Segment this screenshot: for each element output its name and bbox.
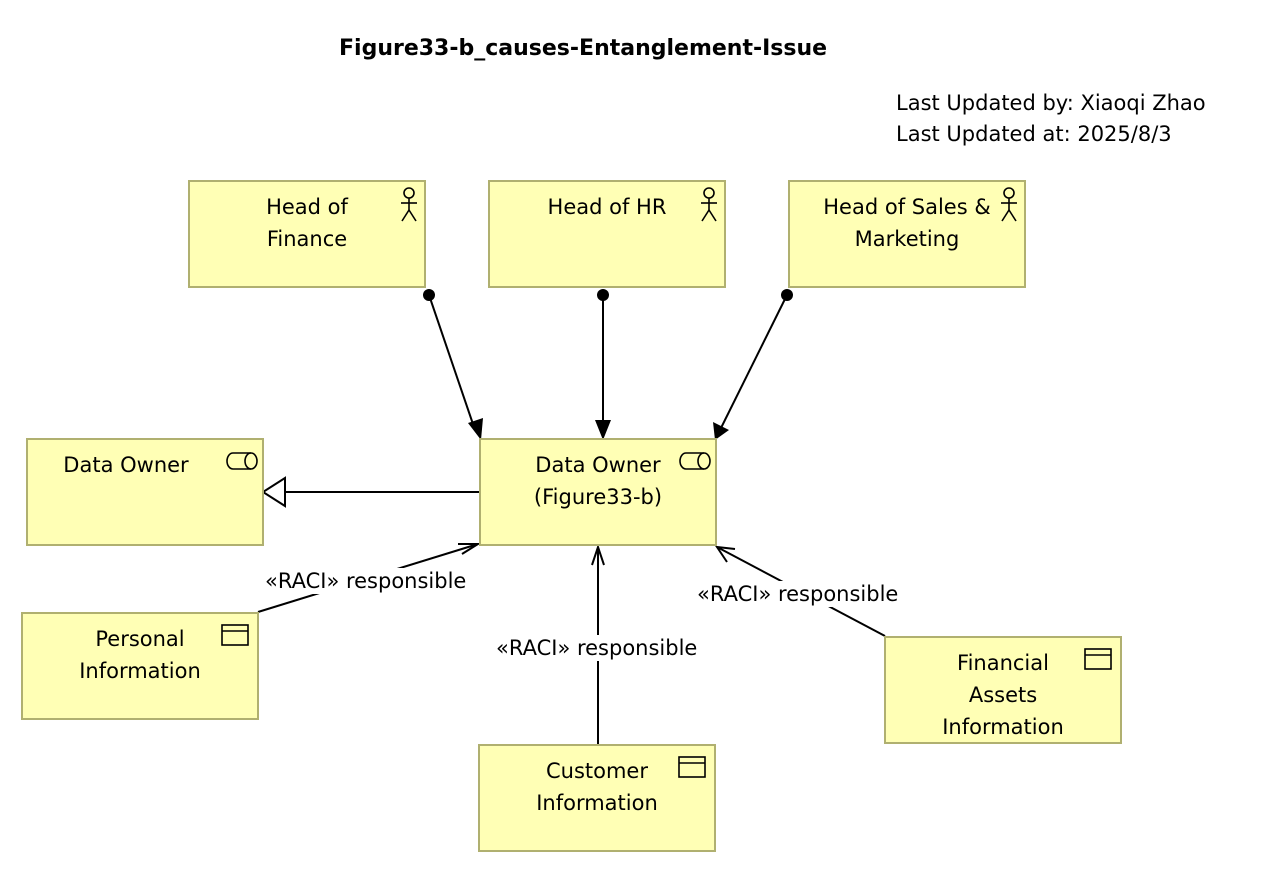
business-object-icon [1084,648,1112,670]
specialization-connection[interactable] [261,476,480,508]
raci-personal-label: «RACI» responsible [263,568,469,594]
node-label: Financial Assets Information [942,651,1064,739]
business-object-icon [221,624,249,646]
role-icon [226,452,258,470]
serving-sales-connection[interactable] [713,289,793,440]
node-label: Head of Sales & Marketing [823,195,991,251]
node-label: Head of HR [547,195,667,219]
raci-financial-label: «RACI» responsible [695,581,901,607]
last-updated-by: Last Updated by: Xiaoqi Zhao [896,91,1206,115]
node-label: Personal Information [79,627,201,683]
node-head-of-hr[interactable]: Head of HR [488,180,726,288]
role-icon [679,452,711,470]
update-info: Last Updated by: Xiaoqi Zhao Last Update… [896,88,1206,150]
node-head-of-sales-marketing[interactable]: Head of Sales & Marketing [788,180,1026,288]
node-personal-information[interactable]: Personal Information [21,612,259,720]
node-label: Customer Information [536,759,658,815]
node-financial-assets-information[interactable]: Financial Assets Information [884,636,1122,744]
diagram-title: Figure33-b_causes-Entanglement-Issue [339,36,828,61]
serving-hr-connection[interactable] [595,289,611,440]
raci-customer-label: «RACI» responsible [494,635,700,661]
node-label: Head of Finance [266,195,348,251]
serving-finance-connection[interactable] [423,289,483,440]
node-data-owner-figure33b[interactable]: Data Owner (Figure33-b) [479,438,717,546]
node-customer-information[interactable]: Customer Information [478,744,716,852]
actor-icon [1001,187,1017,222]
node-data-owner[interactable]: Data Owner [26,438,264,546]
last-updated-at: Last Updated at: 2025/8/3 [896,122,1172,146]
actor-icon [701,187,717,222]
node-label: Data Owner (Figure33-b) [533,453,663,509]
actor-icon [401,187,417,222]
node-head-of-finance[interactable]: Head of Finance [188,180,426,288]
node-label: Data Owner [63,453,189,477]
business-object-icon [678,756,706,778]
